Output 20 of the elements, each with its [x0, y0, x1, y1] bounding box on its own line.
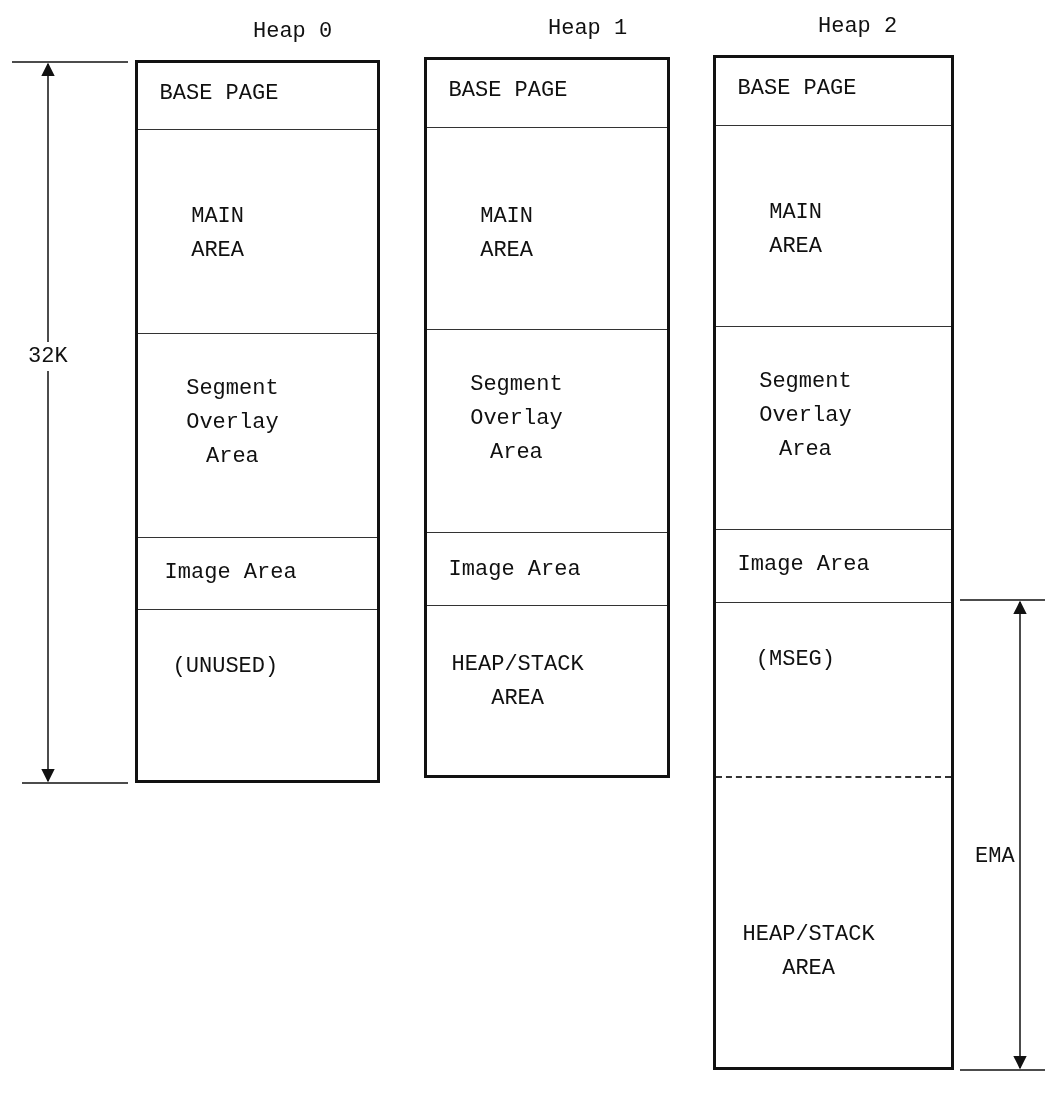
- segment-label: Image Area: [736, 551, 871, 579]
- segment-label: Image Area: [163, 559, 298, 587]
- segment-label: Image Area: [447, 556, 582, 584]
- column-heading: Heap 0: [253, 19, 333, 44]
- segment-label: (MSEG): [754, 646, 836, 674]
- column-heading: Heap 2: [818, 14, 898, 39]
- segment-label: HEAP/STACK AREA: [450, 651, 585, 713]
- dimension-label: 32K: [28, 342, 68, 371]
- column-heading: Heap 1: [548, 16, 628, 41]
- segment-label: BASE PAGE: [447, 77, 569, 105]
- segment-label: HEAP/STACK AREA: [741, 921, 876, 983]
- segment-label: MAIN AREA: [190, 203, 245, 265]
- segment-label: Segment Overlay Area: [185, 375, 280, 471]
- segment-label: Segment Overlay Area: [469, 371, 564, 467]
- segment-label: BASE PAGE: [158, 80, 280, 108]
- segment-label: MAIN AREA: [768, 199, 823, 261]
- segment-label: MAIN AREA: [479, 203, 534, 265]
- segment-label: Segment Overlay Area: [758, 368, 853, 464]
- segment-label: BASE PAGE: [736, 75, 858, 103]
- segment-label: (UNUSED): [171, 653, 280, 681]
